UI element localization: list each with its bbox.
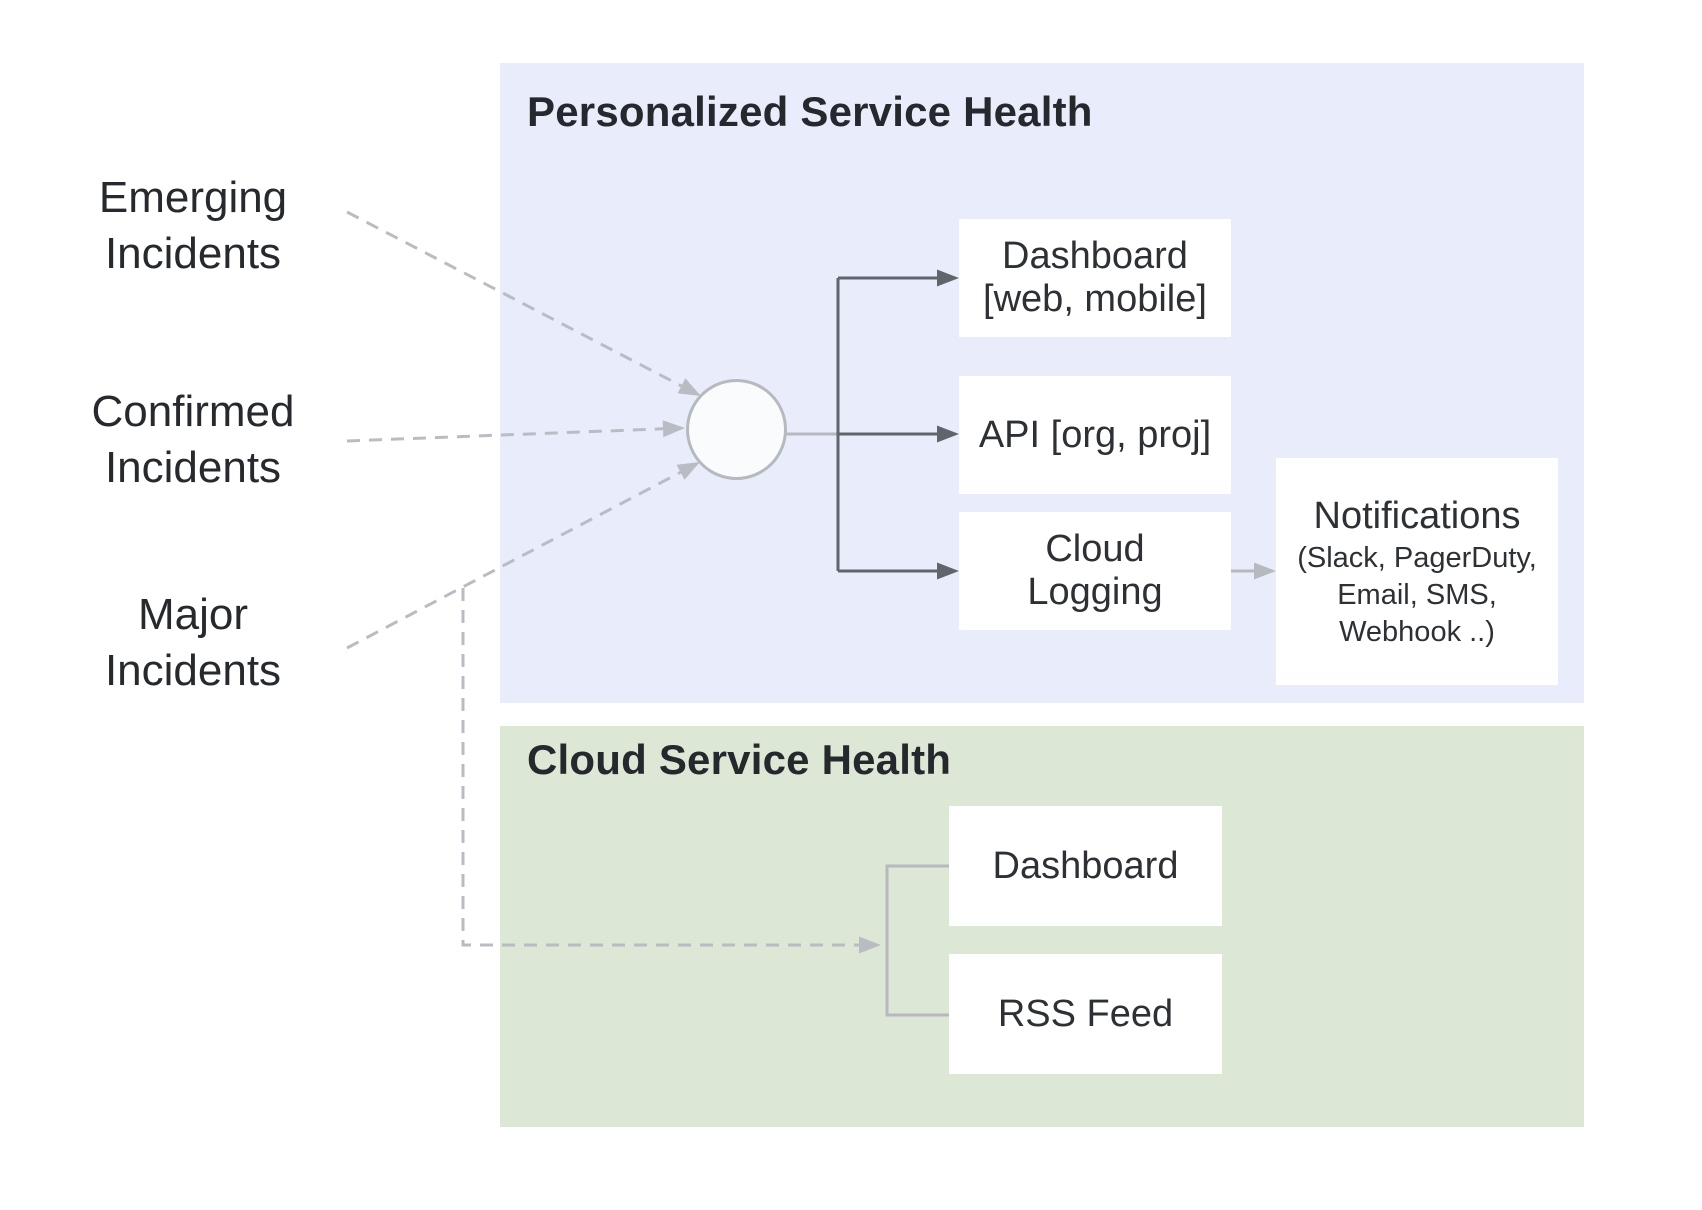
node-rss-feed: RSS Feed bbox=[949, 954, 1222, 1074]
node-notifications: Notifications (Slack, PagerDuty, Email, … bbox=[1276, 458, 1558, 685]
panel-title-personalized: Personalized Service Health bbox=[527, 88, 1093, 135]
notifications-title: Notifications bbox=[1313, 495, 1521, 537]
node-cloud-logging: Cloud Logging bbox=[959, 512, 1231, 630]
node-api-org-proj: API [org, proj] bbox=[959, 376, 1231, 494]
hub-node bbox=[686, 379, 787, 480]
label-confirmed-incidents: Confirmed Incidents bbox=[91, 387, 295, 492]
notifications-channels: (Slack, PagerDuty, Email, SMS, Webhook .… bbox=[1297, 542, 1537, 648]
node-cloud-dashboard: Dashboard bbox=[949, 806, 1222, 926]
label-major-incidents: Major Incidents bbox=[104, 590, 282, 695]
panel-title-cloud: Cloud Service Health bbox=[527, 736, 952, 783]
label-emerging-incidents: Emerging Incidents bbox=[98, 173, 288, 278]
node-dashboard-web-mobile: Dashboard [web, mobile] bbox=[959, 219, 1231, 337]
